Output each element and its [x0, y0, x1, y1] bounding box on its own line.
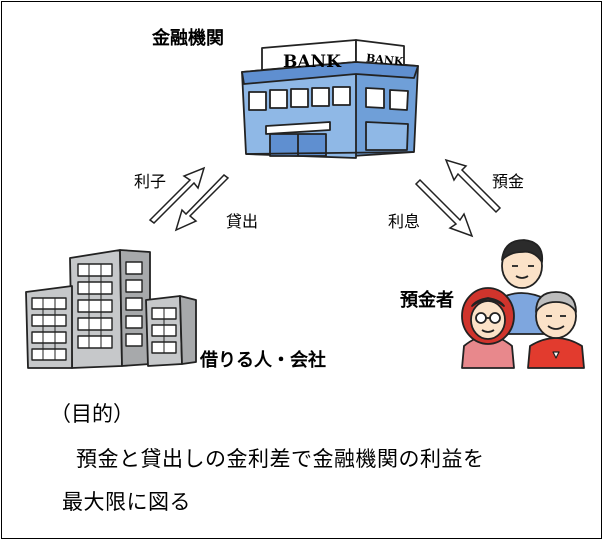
bank-building-icon — [241, 39, 419, 159]
arrow-deposit-icon — [444, 158, 502, 214]
deposit-label: 預金 — [492, 172, 525, 191]
purpose-line-2: 最大限に図る — [62, 490, 191, 514]
depositor-label: 預金者 — [400, 290, 454, 311]
borrower-label: 借りる人・会社 — [200, 350, 326, 371]
purpose-line-1: 預金と貸出しの金利差で金融機関の利益を — [76, 447, 485, 471]
interest-left-label: 利子 — [134, 172, 167, 191]
interest-right-label: 利息 — [388, 212, 421, 231]
bank-sign-front: BANK — [283, 52, 342, 72]
arrow-interest-left-icon — [148, 166, 206, 224]
arrow-interest-right-icon — [414, 178, 474, 238]
bank-sign-side: BANK — [365, 52, 404, 69]
bank-title: 金融機関 — [152, 28, 224, 49]
purpose-heading: （目的） — [50, 402, 134, 426]
depositors-icon — [461, 239, 585, 369]
arrow-loan-icon — [174, 174, 230, 232]
office-buildings-icon — [25, 249, 197, 369]
loan-label: 貸出 — [226, 212, 259, 231]
